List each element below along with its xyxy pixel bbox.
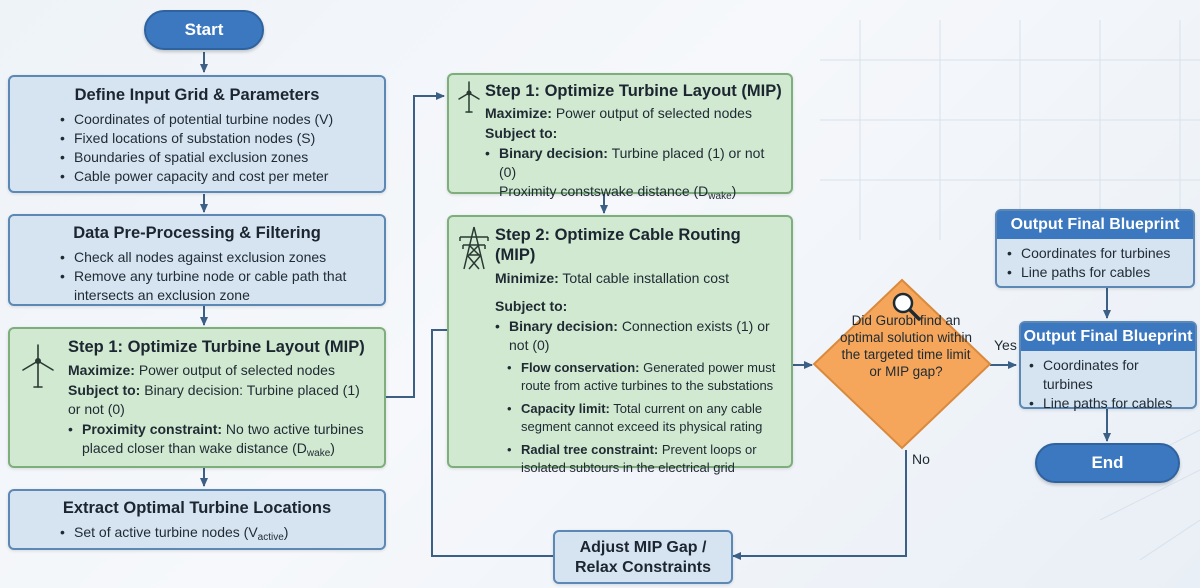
binary-label: Binary decision: (509, 318, 618, 334)
capacity-limit-item: Capacity limit: Total current on any cab… (507, 400, 789, 436)
step1-layout-box-right: Step 1: Optimize Turbine Layout (MIP) Ma… (447, 73, 793, 202)
proximity-close: ) (330, 440, 335, 456)
minimize-label: Minimize: (495, 270, 559, 286)
end-node: End (1035, 443, 1180, 483)
radial-text: Prevent loops or isolated subtours in th… (521, 442, 757, 475)
output-top-item: Line paths for cables (1007, 263, 1187, 282)
step2-cable-box: Step 2: Optimize Cable Routing (MIP) Min… (447, 215, 793, 475)
proximity-constraint-item: Proximity constraint: No two active turb… (68, 420, 368, 463)
preprocess-item: Check all nodes against exclusion zones (60, 248, 374, 267)
proximity-line: Proximity constswake distance (Dwake) (485, 182, 783, 206)
radial-label: Radial tree constraint: (521, 442, 659, 457)
proximity-label: Proximity constraint: (82, 421, 223, 437)
no-label: No (912, 451, 930, 467)
output-main-title: Output Final Blueprint (1021, 323, 1195, 351)
output-top-title: Output Final Blueprint (997, 211, 1193, 239)
extract-item-close: ) (283, 524, 289, 540)
step1-left-title: Step 1: Optimize Turbine Layout (MIP) (68, 338, 365, 356)
wind-turbine-icon (22, 344, 54, 388)
subject-label: Subject to: (485, 125, 558, 141)
flow-conservation-item: Flow conservation: Generated power must … (507, 359, 789, 395)
subject-text: Binary decision: Turbine placed (1) or n… (68, 382, 360, 417)
subject-label: Subject to: (495, 298, 568, 314)
step1-right-maximize: Maximize: Power output of selected nodes (485, 104, 783, 123)
adjust-title-line1: Adjust MIP Gap / (579, 539, 707, 556)
proximity-subscript: wake (306, 448, 331, 459)
radial-tree-item: Radial tree constraint: Prevent loops or… (507, 441, 789, 477)
extract-item: Set of active turbine nodes (Vactive) (60, 523, 374, 547)
arrow-adjust-loop (431, 329, 553, 557)
binary-decision-item: Binary decision: Connection exists (1) o… (495, 317, 775, 355)
maximize-label: Maximize: (68, 362, 135, 378)
define-item: Fixed locations of substation nodes (S) (60, 129, 374, 148)
binary-decision-item: Binary decision: Turbine placed (1) or n… (485, 144, 783, 182)
decision-diamond (812, 278, 992, 450)
preprocess-item: Remove any turbine node or cable path th… (60, 267, 374, 305)
preprocess-box: Data Pre-Processing & Filtering Check al… (8, 214, 386, 306)
output-top-item: Coordinates for turbines (1007, 244, 1187, 263)
step1-right-title: Step 1: Optimize Turbine Layout (MIP) (485, 82, 782, 100)
proximity-text: No two active turbines placed closer tha… (82, 421, 364, 456)
define-input-box: Define Input Grid & Parameters Coordinat… (8, 75, 386, 193)
define-input-title: Define Input Grid & Parameters (74, 86, 320, 104)
output-main-item: Coordinates for turbines (1029, 356, 1189, 394)
start-label: Start (184, 20, 224, 39)
yes-label: Yes (994, 337, 1017, 353)
step1-left-subject: Subject to: Binary decision: Turbine pla… (68, 381, 368, 419)
extract-item-text: Set of active turbine nodes (V (74, 524, 258, 540)
flow-text: Generated power must route from active t… (521, 360, 776, 393)
extract-title: Extract Optimal Turbine Locations (62, 499, 332, 517)
adjust-title-line2: Relax Constraints (574, 559, 712, 576)
minimize-text: Total cable installation cost (562, 270, 729, 286)
proximity-text: Proximity constswake distance (D (499, 183, 709, 199)
binary-text: Turbine placed (1) or not (0) (499, 145, 765, 180)
step1-layout-box-left: Step 1: Optimize Turbine Layout (MIP) Ma… (8, 327, 386, 468)
capacity-text: Total current on any cable segment canno… (521, 401, 763, 434)
output-blueprint-top: Output Final Blueprint Coordinates for t… (995, 209, 1195, 288)
maximize-label: Maximize: (485, 105, 552, 121)
start-node: Start (144, 10, 264, 50)
output-main-item: Line paths for cables (1029, 394, 1189, 413)
maximize-text: Power output of selected nodes (555, 105, 752, 121)
capacity-label: Capacity limit: (521, 401, 610, 416)
define-item: Cable power capacity and cost per meter (60, 167, 374, 186)
decision-question: Did Gurobi find an optimal solution with… (839, 313, 973, 379)
binary-label: Binary decision: (499, 145, 608, 161)
transmission-tower-icon (459, 226, 489, 270)
step1-left-maximize: Maximize: Power output of selected nodes (68, 361, 376, 380)
adjust-mip-box: Adjust MIP Gap / Relax Constraints (553, 530, 733, 584)
proximity-close: ) (731, 183, 737, 199)
proximity-subscript: wake (708, 191, 732, 202)
extract-item-subscript: active (257, 532, 284, 543)
extract-box: Extract Optimal Turbine Locations Set of… (8, 489, 386, 550)
define-item: Boundaries of spatial exclusion zones (60, 148, 374, 167)
flow-label: Flow conservation: (521, 360, 640, 375)
output-blueprint-main: Output Final Blueprint Coordinates for t… (1019, 321, 1197, 413)
step2-title: Step 2: Optimize Cable Routing (MIP) (495, 226, 741, 264)
arrow-step1-to-right-step1 (386, 92, 445, 398)
arrow-no (732, 450, 907, 560)
binary-text: Connection exists (1) or not (0) (509, 318, 770, 353)
end-label: End (1091, 453, 1124, 472)
maximize-text: Power output of selected nodes (138, 362, 335, 378)
magnifying-glass-icon (892, 292, 921, 321)
preprocess-title: Data Pre-Processing & Filtering (73, 224, 321, 242)
step2-minimize: Minimize: Total cable installation cost (495, 269, 783, 288)
wind-turbine-icon (458, 81, 480, 113)
define-item: Coordinates of potential turbine nodes (… (60, 110, 374, 129)
subject-label: Subject to: (68, 382, 141, 398)
